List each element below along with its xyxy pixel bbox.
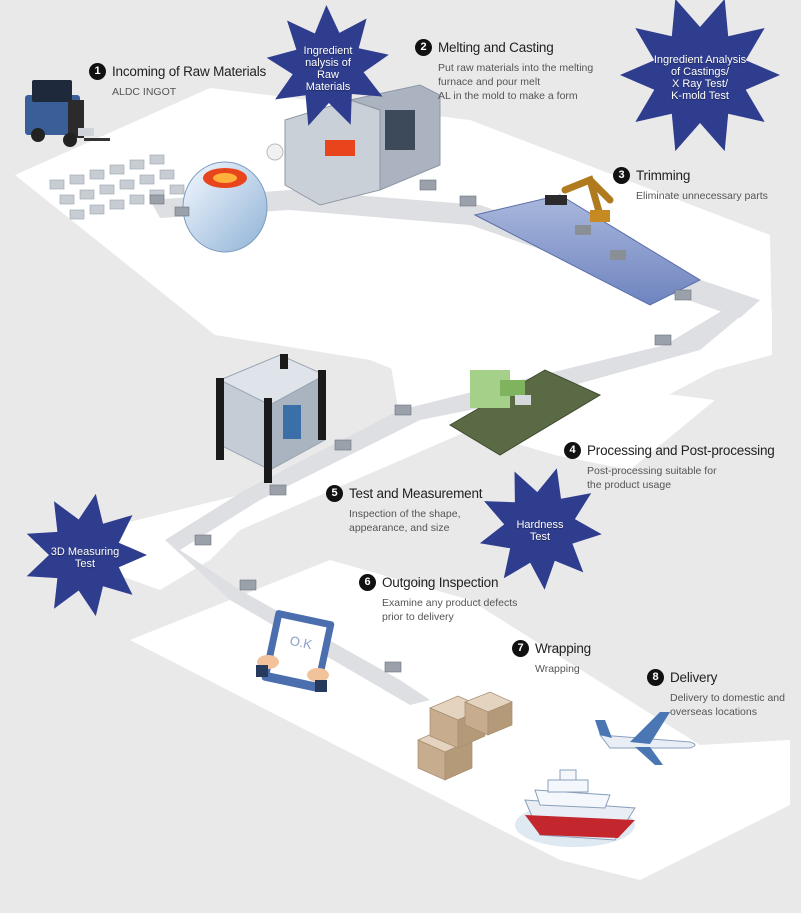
step-2: 2 Melting and Casting Put raw materials i…: [415, 39, 593, 103]
melting-furnace-illustration: [183, 162, 267, 252]
step-title: Trimming: [636, 168, 690, 183]
step-3: 3 Trimming Eliminate unnecessary parts: [613, 167, 768, 203]
step-title: Wrapping: [535, 641, 591, 656]
step-title: Melting and Casting: [438, 40, 554, 55]
star-label-castings: Ingredient Analysis of Castings/ X Ray T…: [630, 54, 770, 102]
step-description: Put raw materials into the melting furna…: [438, 61, 593, 103]
step-number-badge: 3: [613, 167, 630, 184]
step-number-badge: 5: [326, 485, 343, 502]
step-number-badge: 8: [647, 669, 664, 686]
step-title: Processing and Post-processing: [587, 443, 775, 458]
step-number-badge: 7: [512, 640, 529, 657]
step-description: Delivery to domestic and overseas locati…: [670, 691, 785, 719]
step-description: Eliminate unnecessary parts: [636, 189, 768, 203]
step-description: Wrapping: [535, 662, 591, 676]
step-title: Outgoing Inspection: [382, 575, 498, 590]
step-1: 1 Incoming of Raw Materials ALDC INGOT: [89, 63, 266, 99]
step-8: 8 Delivery Delivery to domestic and overs…: [647, 669, 785, 719]
step-description: ALDC INGOT: [112, 85, 266, 99]
step-number-badge: 1: [89, 63, 106, 80]
step-number-badge: 4: [564, 442, 581, 459]
step-description: Examine any product defects prior to del…: [382, 596, 517, 624]
step-number-badge: 2: [415, 39, 432, 56]
step-4: 4 Processing and Post-processing Post-pro…: [564, 442, 775, 492]
star-label-raw-materials: Ingredient nalysis of Raw Materials: [283, 45, 373, 93]
star-label-3d-measuring: 3D Measuring Test: [35, 546, 135, 570]
robot-base: [590, 210, 610, 222]
step-description: Inspection of the shape, appearance, and…: [349, 507, 482, 535]
step-title: Test and Measurement: [349, 486, 482, 501]
step-title: Delivery: [670, 670, 717, 685]
step-number-badge: 6: [359, 574, 376, 591]
step-description: Post-processing suitable for the product…: [587, 464, 775, 492]
step-title: Incoming of Raw Materials: [112, 64, 266, 79]
step-6: 6 Outgoing Inspection Examine any product…: [359, 574, 517, 624]
star-label-hardness: Hardness Test: [495, 519, 585, 543]
step-5: 5 Test and Measurement Inspection of the …: [326, 485, 482, 535]
